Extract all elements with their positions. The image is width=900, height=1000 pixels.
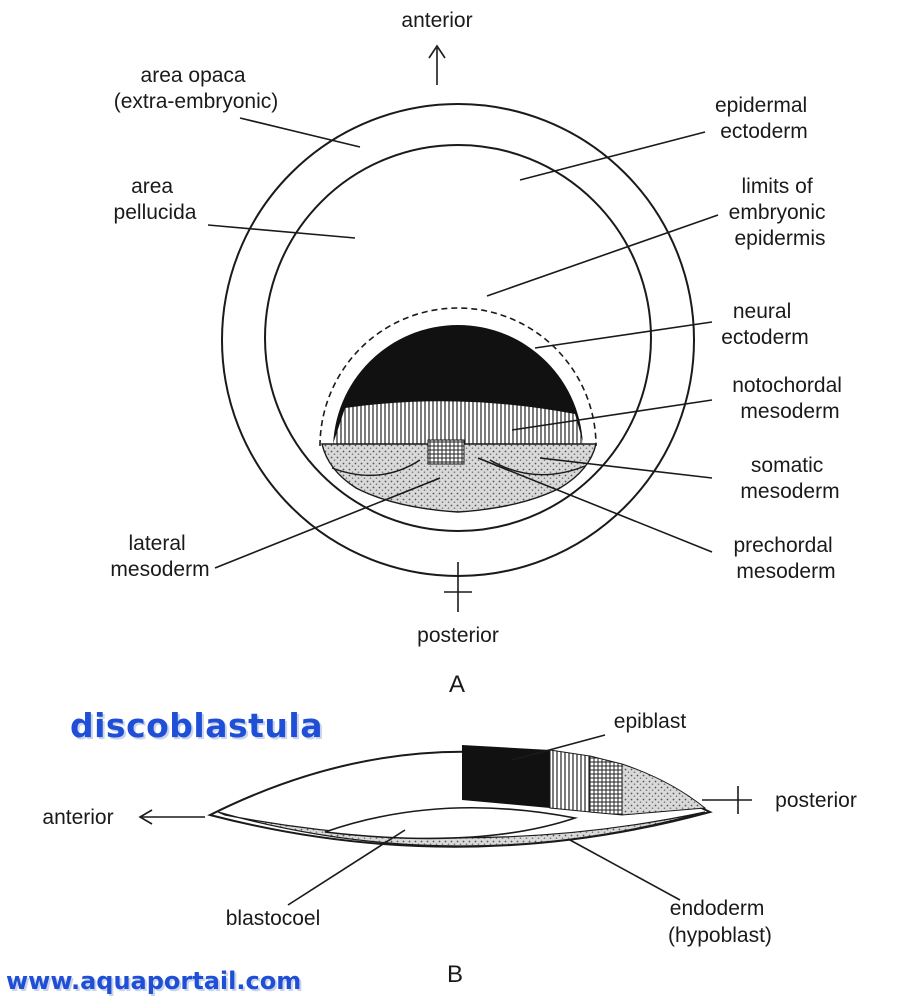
posterior-cross-b xyxy=(702,786,752,814)
prechordal-mesoderm-region xyxy=(427,439,465,465)
epiblast-dotted-zone xyxy=(621,763,707,816)
watermark-url: www.aquaportail.com xyxy=(6,967,302,995)
panel-b-letter: B xyxy=(447,961,463,988)
leader-blastocoel xyxy=(287,829,406,906)
panel-a-letter: A xyxy=(449,671,465,698)
epidermis-limit-dashed xyxy=(319,307,597,447)
panel-b: anterior posterior epiblast blastocoel e… xyxy=(42,710,856,988)
label-epiblast: epiblast xyxy=(614,710,687,733)
leader-limits-epidermis xyxy=(486,214,719,297)
anterior-arrow xyxy=(428,44,446,85)
blastocoel-cavity xyxy=(324,806,579,840)
label-prechordal-mesoderm: prechordal mesoderm xyxy=(733,534,838,583)
leader-neural-ectoderm xyxy=(534,321,713,349)
notochordal-mesoderm-region xyxy=(333,401,583,450)
anterior-arrow-b xyxy=(138,809,205,825)
label-somatic-mesoderm: somatic mesoderm xyxy=(740,454,839,503)
watermark-title: discoblastula xyxy=(70,706,324,745)
posterior-label-b: posterior xyxy=(775,789,857,812)
label-area-opaca: area opaca (extra-embryonic) xyxy=(114,64,279,113)
label-neural-ectoderm: neural ectoderm xyxy=(721,300,809,349)
leader-area-opaca xyxy=(239,117,361,148)
leader-epidermal-ectoderm xyxy=(519,131,706,181)
label-area-pellucida: area pellucida xyxy=(114,175,197,224)
label-epidermal-ectoderm: epidermal ectoderm xyxy=(715,94,813,143)
leader-epiblast xyxy=(511,734,606,761)
label-blastocoel: blastocoel xyxy=(226,907,321,930)
panel-a: anterior posterior area opaca (extra-emb… xyxy=(110,9,848,698)
label-limits-epidermis: limits of embryonic epidermis xyxy=(729,175,832,250)
epiblast-striped-zone xyxy=(549,749,591,813)
lateral-fold-lines xyxy=(331,459,586,477)
somatic-mesoderm-region xyxy=(321,443,597,513)
epiblast-mesh-zone xyxy=(589,755,623,816)
leader-prechordal-mesoderm xyxy=(477,457,713,553)
leader-somatic-mesoderm xyxy=(539,457,713,479)
label-endoderm: endoderm (hypoblast) xyxy=(668,897,772,947)
posterior-label: posterior xyxy=(417,624,499,647)
epiblast-region xyxy=(462,745,550,808)
anterior-label: anterior xyxy=(401,9,472,32)
leader-notochordal-mesoderm xyxy=(511,399,713,431)
leader-endoderm xyxy=(569,839,681,901)
anterior-label-b: anterior xyxy=(42,806,113,829)
leader-lateral-mesoderm xyxy=(214,477,441,569)
posterior-cross xyxy=(444,562,472,612)
label-lateral-mesoderm: lateral mesoderm xyxy=(110,532,209,581)
leader-area-pellucida xyxy=(207,224,356,239)
label-notochordal-mesoderm: notochordal mesoderm xyxy=(732,374,848,423)
